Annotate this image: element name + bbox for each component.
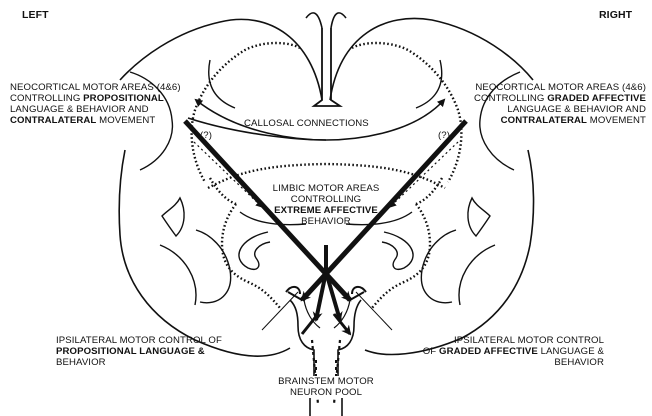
right-temporal-horn (382, 232, 413, 269)
longitudinal-fissure (314, 28, 340, 106)
left-ventricle (162, 198, 184, 236)
right-uncertain-pathway (390, 142, 458, 207)
left-temporal-horn (239, 232, 270, 269)
left-neocortical-label: NEOCORTICAL MOTOR AREAS (4&6) CONTROLLIN… (10, 82, 181, 126)
ipsilateral-left-label: IPSILATERAL MOTOR CONTROL OF PROPOSITION… (56, 335, 222, 368)
cortex-dotted-boundary (192, 43, 462, 188)
ipsilateral-right-label: IPSILATERAL MOTOR CONTROL OF GRADED AFFE… (423, 335, 604, 368)
right-neocortical-label: NEOCORTICAL MOTOR AREAS (4&6) CONTROLLIN… (474, 82, 646, 126)
right-heading: RIGHT (599, 10, 632, 21)
left-question-mark: (?) (200, 130, 212, 141)
ipsilateral-left-arrow (286, 287, 302, 300)
right-ventricle (468, 198, 490, 236)
ipsi-left-leader (262, 292, 298, 330)
left-uncertain-pathway (194, 142, 262, 207)
ipsi-right-leader (356, 292, 392, 330)
brainstem-label: BRAINSTEM MOTOR NEURON POOL (256, 376, 396, 398)
left-heading: LEFT (22, 10, 49, 21)
limbic-label: LIMBIC MOTOR AREAS CONTROLLING EXTREME A… (261, 183, 391, 227)
callosal-label: CALLOSAL CONNECTIONS (244, 118, 369, 129)
right-question-mark: (?) (438, 130, 450, 141)
